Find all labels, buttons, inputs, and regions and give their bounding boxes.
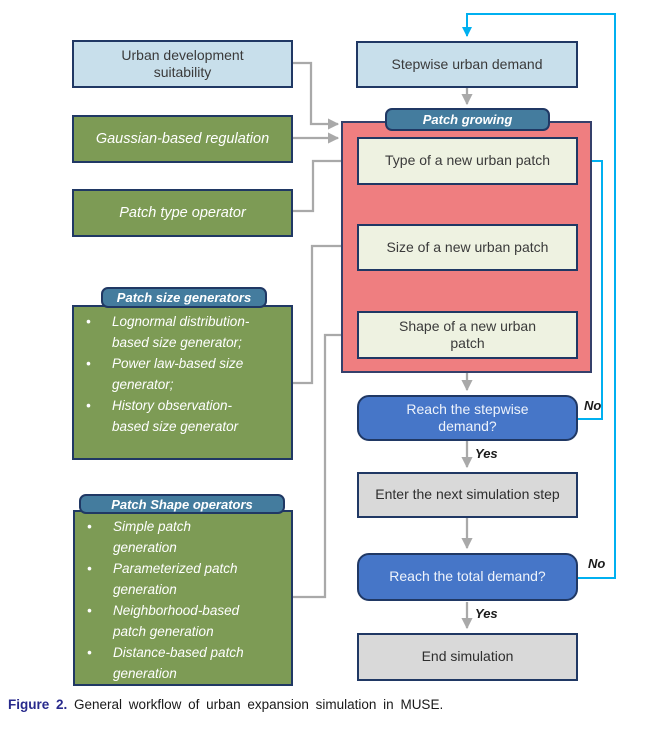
- bullet-icon: •: [87, 645, 92, 660]
- node-size-of-new-urban-patch: Size of a new urban patch: [357, 224, 578, 271]
- node-label: Patch type operator: [119, 204, 246, 221]
- list-item: • Lognormal distribution-based size gene…: [86, 311, 287, 353]
- list-item: • Simple patch generation: [87, 516, 287, 558]
- decision-reach-stepwise-demand: Reach the stepwise demand?: [357, 395, 578, 441]
- figure-caption: Figure 2. General workflow of urban expa…: [8, 697, 646, 712]
- patch-growing-badge: Patch growing: [385, 108, 550, 131]
- no-label-stepwise: No: [584, 398, 602, 413]
- bullet-icon: •: [86, 356, 91, 371]
- node-label: Type of a new urban patch: [385, 152, 550, 169]
- node-label: Urban development suitability: [121, 46, 244, 81]
- node-label: Stepwise urban demand: [391, 55, 543, 72]
- bullet-icon: •: [87, 561, 92, 576]
- bullet-icon: •: [87, 519, 92, 534]
- bullet-icon: •: [87, 603, 92, 618]
- patch-shape-operators-badge: Patch Shape operators: [79, 494, 285, 514]
- connector-shape-operators-to-shape-patch: [293, 329, 355, 599]
- bullet-icon: •: [86, 398, 91, 413]
- node-label: Enter the next simulation step: [375, 486, 560, 503]
- node-shape-of-new-urban-patch: Shape of a new urban patch: [357, 311, 578, 359]
- connector-suitability-to-patch-growing: [293, 61, 340, 130]
- yes-label-total: Yes: [475, 606, 498, 621]
- node-label: Gaussian-based regulation: [95, 130, 270, 147]
- node-label: Reach the total demand?: [389, 568, 546, 585]
- node-label: Shape of a new urban patch: [399, 317, 536, 352]
- node-patch-shape-operators: • Simple patch generation • Parameterize…: [73, 510, 293, 686]
- list-item: • Parameterized patch generation: [87, 558, 287, 600]
- patch-size-generators-badge: Patch size generators: [101, 287, 267, 308]
- figure-caption-label: Figure 2.: [8, 697, 68, 712]
- patch-size-generators-list: • Lognormal distribution-based size gene…: [86, 311, 287, 437]
- list-item: • Distance-based patch generation: [87, 642, 287, 684]
- yes-label-stepwise: Yes: [475, 446, 498, 461]
- node-urban-development-suitability: Urban development suitability: [72, 40, 293, 88]
- node-label: Size of a new urban patch: [386, 238, 549, 255]
- node-end-simulation: End simulation: [357, 633, 578, 681]
- node-label: End simulation: [421, 648, 514, 665]
- node-type-of-new-urban-patch: Type of a new urban patch: [357, 137, 578, 185]
- node-patch-size-generators: • Lognormal distribution-based size gene…: [72, 305, 293, 460]
- node-stepwise-urban-demand: Stepwise urban demand: [356, 41, 578, 88]
- list-item: • History observation-based size generat…: [86, 395, 287, 437]
- bullet-icon: •: [86, 314, 91, 329]
- patch-shape-operators-list: • Simple patch generation • Parameterize…: [87, 516, 287, 684]
- node-enter-next-simulation-step: Enter the next simulation step: [357, 472, 578, 518]
- list-item: • Power law-based size generator;: [86, 353, 287, 395]
- figure-caption-text: General workflow of urban expansion simu…: [74, 697, 444, 712]
- decision-reach-total-demand: Reach the total demand?: [357, 553, 578, 601]
- no-label-total: No: [588, 556, 606, 571]
- list-item: • Neighborhood-based patch generation: [87, 600, 287, 642]
- node-label: Reach the stepwise demand?: [406, 400, 529, 435]
- node-patch-type-operator: Patch type operator: [72, 189, 293, 237]
- node-gaussian-based-regulation: Gaussian-based regulation: [72, 115, 293, 163]
